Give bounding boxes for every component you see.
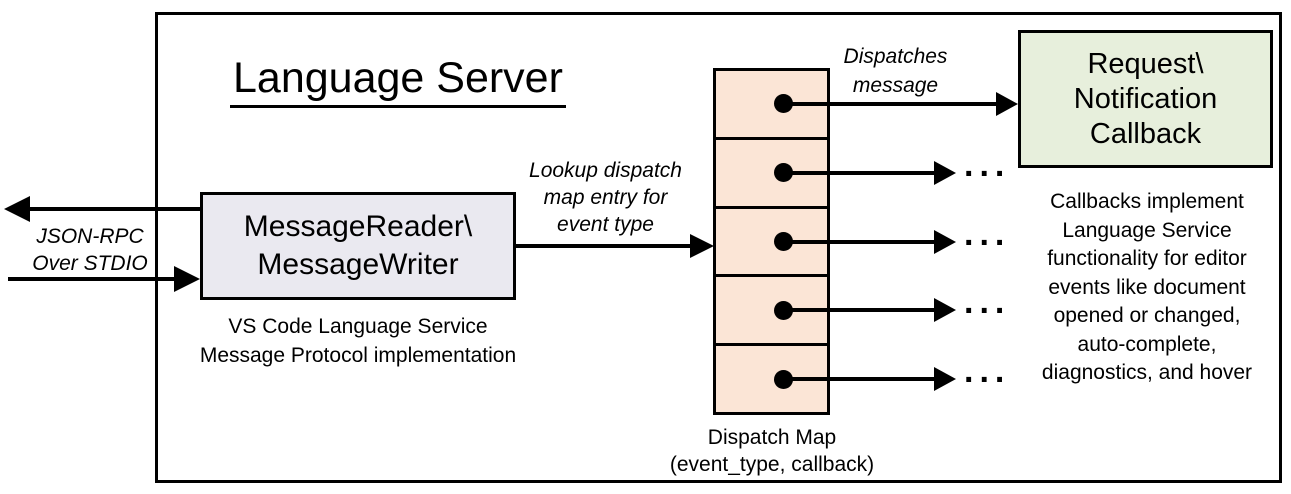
ellipsis: ...	[964, 352, 1011, 390]
arrow-shaft	[783, 240, 936, 244]
ellipsis: ...	[964, 283, 1011, 321]
stdio-label: JSON-RPC Over STDIO	[32, 225, 148, 275]
arrow-right-icon	[996, 92, 1018, 116]
arrow-shaft	[783, 377, 936, 381]
callback-box-label: Request\ Notification Callback	[1073, 47, 1218, 150]
message-box-caption: VS Code Language Service Message Protoco…	[199, 315, 517, 367]
dispatches-label: Dispatches message	[843, 45, 948, 97]
arrow-right-icon	[934, 161, 956, 185]
request-notification-callback-box: Request\ Notification Callback	[1018, 30, 1273, 168]
diagram-title: Language Server	[230, 54, 566, 109]
arrow-shaft	[783, 102, 998, 106]
arrow-shaft	[516, 244, 692, 248]
arrow-right-icon	[934, 298, 956, 322]
dispatch-map-caption: Dispatch Map (event_type, callback)	[669, 426, 875, 476]
arrow-right-icon	[934, 230, 956, 254]
arrow-right-icon	[690, 234, 714, 258]
ellipsis: ...	[964, 146, 1011, 184]
message-reader-writer-box: MessageReader\ MessageWriter	[200, 192, 516, 300]
arrow-shaft	[783, 171, 936, 175]
arrow-shaft	[8, 277, 176, 281]
arrow-right-icon	[174, 266, 200, 292]
arrow-left-icon	[4, 196, 30, 222]
message-reader-writer-label: MessageReader\ MessageWriter	[243, 210, 473, 281]
arrow-shaft	[783, 308, 936, 312]
ellipsis: ...	[964, 215, 1011, 253]
callbacks-note: Callbacks implement Language Service fun…	[1041, 190, 1253, 384]
lookup-label: Lookup dispatch map entry for event type	[529, 159, 682, 236]
arrow-right-icon	[934, 367, 956, 391]
arrow-shaft	[28, 207, 200, 211]
